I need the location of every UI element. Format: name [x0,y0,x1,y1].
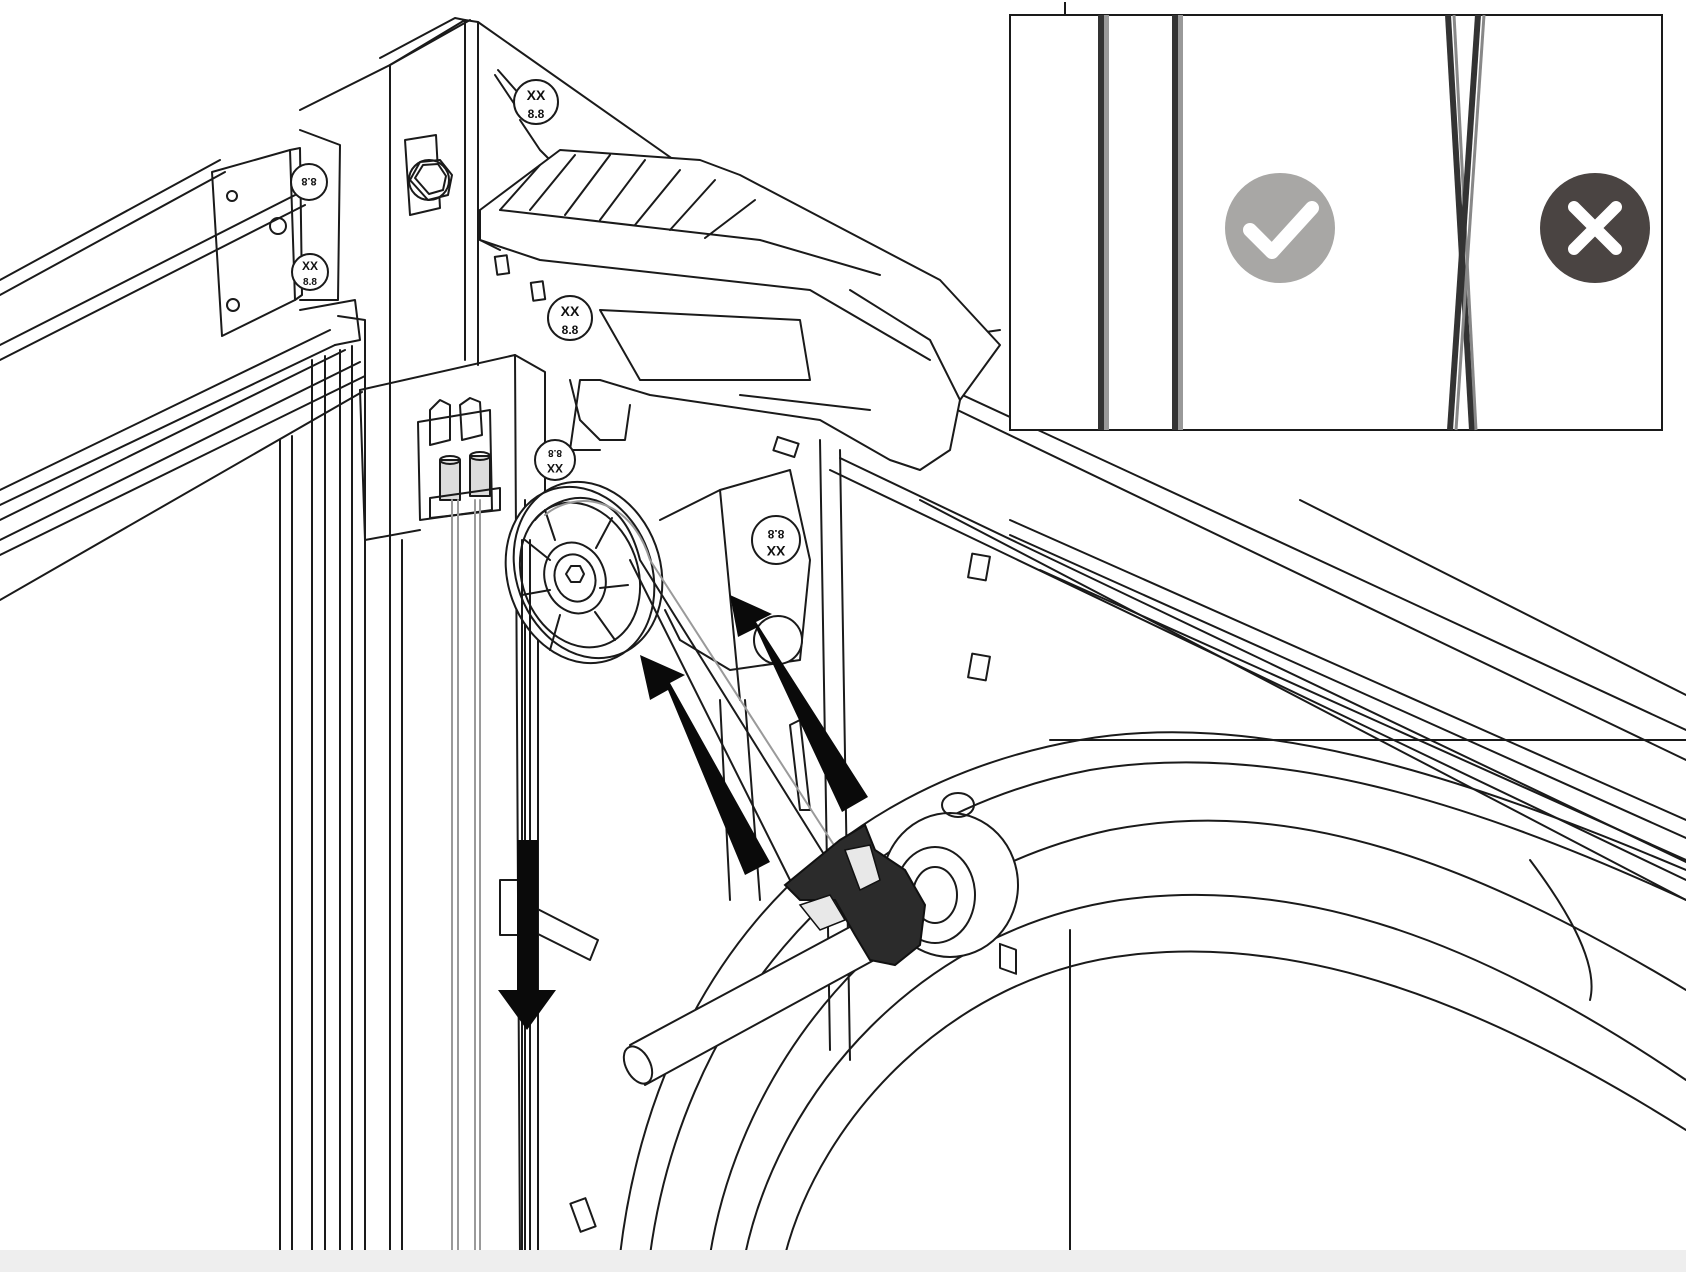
arrow-up-icon [640,655,770,875]
bolt-head: XX 8.8 [751,515,801,565]
bolt-head: XX 8.8 [513,79,559,125]
bolt-head: XX 8.8 [547,295,593,341]
inset-detail-panel [1009,2,1663,431]
motion-arrows [498,595,868,1030]
cables [451,496,851,1256]
correct-cable-example [1098,15,1183,430]
pulley [504,480,664,665]
bolt-head: 8.8 [290,163,328,201]
bottom-edge-strip [0,1250,1686,1272]
bolt-head: XX 8.8 [534,439,576,481]
cable-clamp-block [417,397,501,521]
left-mounting-plate [211,129,341,337]
arrow-up-icon [730,595,868,812]
bolt-grade-bottom: 8.8 [528,107,545,121]
top-handle-bracket [479,149,1001,471]
bolt-grade-top: XX [561,303,580,319]
bolt-grade-top: XX [302,259,318,273]
bolt-grade-bottom: 8.8 [767,527,784,541]
plate-slots [493,254,991,1233]
bolt-grade-bottom: 8.8 [562,323,579,337]
left-horizontal-rail [0,159,366,601]
bolt-grade-bottom: 8.8 [303,277,317,288]
cross-icon [1540,173,1650,283]
bolt-heads: XX 8.8 XX 8.8 8.8 XX 8.8 XX 8.8 XX [290,79,803,665]
bolt-grade-top: XX [547,461,563,475]
bolt-head: XX 8.8 [291,253,329,291]
hex-bolt [408,159,453,201]
angled-top-rail [829,379,1686,975]
arrow-down-icon [498,840,556,1030]
bolt-grade-bottom: 8.8 [301,175,316,187]
shaft-and-bearing [622,792,1019,1086]
checkmark-icon [1225,173,1335,283]
bolt-grade-top: XX [766,543,785,559]
bolt-grade-bottom: 8.8 [548,447,562,458]
bolt-grade-top: XX [527,87,546,103]
vertical-frame-uprights [279,299,539,1256]
wrong-cable-example [1445,14,1486,431]
cable-guide-clip [783,823,927,967]
